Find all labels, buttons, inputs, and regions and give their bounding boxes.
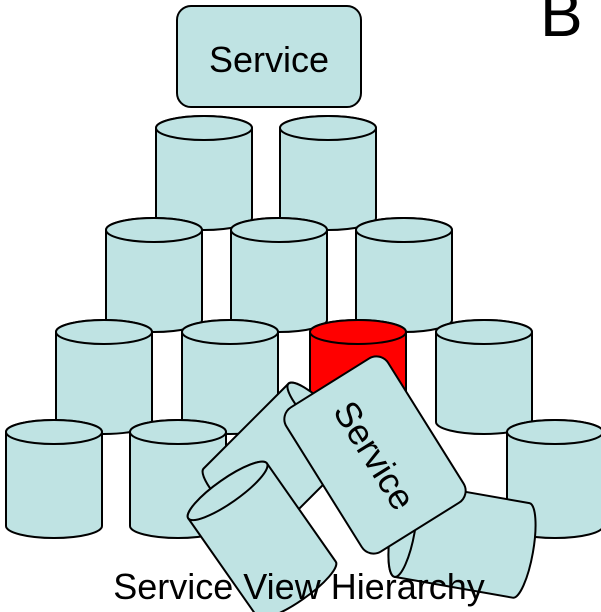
cylinder [155,115,253,231]
cylinder-top [309,319,407,345]
cylinder-top [55,319,153,345]
cylinder-top [105,217,203,243]
top-service-box-label: Service [209,39,329,80]
tilted-service-box: Service [283,355,467,555]
cylinder [55,319,153,435]
cylinder-top [129,419,227,445]
cylinder [105,217,203,333]
cylinder [355,217,453,333]
cylinder-top [181,319,279,345]
cylinder-stack [5,115,601,612]
top-service-box: Service [176,5,362,108]
cylinder-top [435,319,533,345]
tilted-service-box-shape [283,355,467,555]
top-service-box-shape [176,5,362,108]
cylinder-top [155,115,253,141]
cylinder-top [506,419,601,445]
cylinder [435,319,533,435]
cylinder [186,460,338,612]
diagram-title: Service View Hierarchy [113,566,484,607]
cylinder-top [5,419,103,445]
cylinder-top [355,217,453,243]
cylinder-top [186,460,269,522]
corner-letter: B [540,0,583,50]
cylinder [5,419,103,539]
cylinder-top [279,115,377,141]
cylinder [279,115,377,231]
cylinder [230,217,328,333]
cylinder-top [230,217,328,243]
